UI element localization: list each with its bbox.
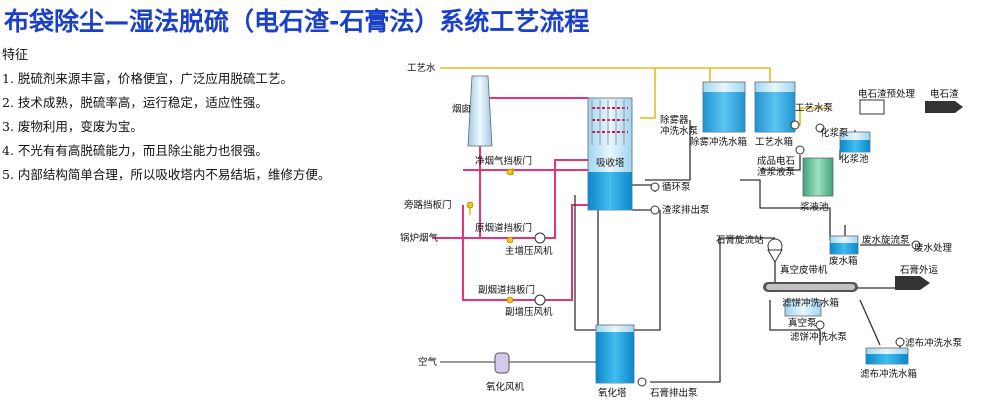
cake-wash-tank [784, 299, 822, 317]
fans [534, 232, 546, 306]
label-carbide: 电石渣 [930, 88, 959, 100]
feature-item: 5. 内部结构简单合理，所以吸收塔内不易结垢，维修方便。 [2, 167, 331, 182]
label-raw-damper: 原烟道挡板门 [475, 222, 532, 234]
feature-item: 1. 脱硫剂来源丰富，价格便宜，广泛应用脱硫工艺。 [2, 71, 293, 86]
page-title: 布袋除尘—湿法脱硫（电石渣-石膏法）系统工艺流程 [4, 7, 590, 36]
chimney [467, 75, 493, 147]
feature-item: 3. 废物利用，变废为宝。 [2, 119, 143, 134]
feature-item: 2. 技术成熟，脱硫率高，运行稳定，适应性强。 [2, 95, 268, 110]
label-waste-tank: 废水箱 [829, 255, 858, 267]
cloth-wash-tank [865, 347, 909, 365]
flue-gas-lines [432, 97, 588, 301]
label-clean-damper: 净烟气挡板门 [475, 155, 532, 167]
carbide-pretreat-box [859, 99, 885, 115]
label-cake-pump: 滤饼冲洗水泵 [790, 331, 848, 343]
label-air: 空气 [418, 356, 438, 368]
label-slurry-tank: 浆液池 [800, 201, 829, 213]
label-waste-cyclone-pump: 废水旋流泵 [862, 234, 910, 246]
label-demister-tank: 除雾冲洗水箱 [690, 136, 747, 148]
label-circ-pump: 循环泵 [662, 181, 691, 193]
label-vacuum-pump: 真空泵 [788, 317, 817, 329]
label-chimney: 烟囱 [452, 103, 471, 115]
label-oxidation-fan: 氧化风机 [486, 381, 525, 393]
label-slurry-pool: 化浆池 [840, 153, 869, 165]
label-process-pump: 工艺水泵 [795, 102, 834, 114]
label-discharge-pump: 渣浆排出泵 [662, 204, 710, 216]
label-boiler-gas: 锅炉烟气 [400, 232, 439, 244]
oxidation-fan-unit [440, 352, 596, 374]
absorber-tower [587, 97, 633, 211]
label-aux-fan: 副增压风机 [505, 306, 553, 318]
label-main-fan: 主增压风机 [505, 245, 553, 257]
label-product-slurry-pump: 成品电石渣浆液泵 [757, 155, 796, 178]
label-process-tank: 工艺水箱 [755, 136, 793, 148]
label-aux-damper: 副烟道挡板门 [478, 284, 535, 296]
waste-water-tank [829, 235, 859, 255]
label-bypass-damper: 旁路挡板门 [404, 199, 452, 211]
label-demister-pump: 除雾器冲洗水泵 [660, 114, 699, 137]
label-absorber: 吸收塔 [596, 157, 625, 169]
vacuum-belt-machine [763, 282, 858, 292]
gypsum-out-arrow [895, 276, 930, 290]
features-list: 1. 脱硫剂来源丰富，价格便宜，广泛应用脱硫工艺。 2. 技术成熟，脱硫率高，运… [2, 70, 330, 190]
label-cake-tank: 滤饼冲洗水箱 [782, 297, 839, 309]
label-cyclone: 石膏旋流站 [716, 234, 764, 246]
label-carbide-pre: 电石渣预处理 [858, 88, 916, 100]
label-vacuum-belt: 真空皮带机 [780, 264, 828, 276]
label-oxidation-tower: 氧化塔 [598, 387, 627, 399]
process-water-tank [754, 81, 796, 133]
label-cloth-pump: 滤布冲洗水泵 [905, 337, 963, 349]
features-heading: 特征 [2, 48, 29, 63]
slurry-tank [802, 157, 834, 197]
carbide-arrow [925, 101, 963, 113]
gypsum-cyclone [767, 238, 783, 263]
feature-item: 4. 不光有有高脱硫能力，而且除尘能力也很强。 [2, 143, 268, 158]
label-cloth-tank: 滤布冲洗水箱 [860, 368, 917, 380]
label-waste-treat: 废水处理 [914, 242, 953, 254]
label-process-water-top: 工艺水 [407, 62, 436, 74]
label-gypsum-pump: 石膏排出泵 [650, 387, 698, 399]
dampers [466, 168, 514, 304]
pumps [637, 120, 921, 387]
slurry-pool [839, 131, 871, 153]
oxidation-tower [595, 324, 635, 384]
label-slurry-pump: 化浆泵 [820, 127, 849, 139]
demister-tank [702, 81, 746, 133]
label-gypsum-out: 石膏外运 [900, 264, 939, 276]
